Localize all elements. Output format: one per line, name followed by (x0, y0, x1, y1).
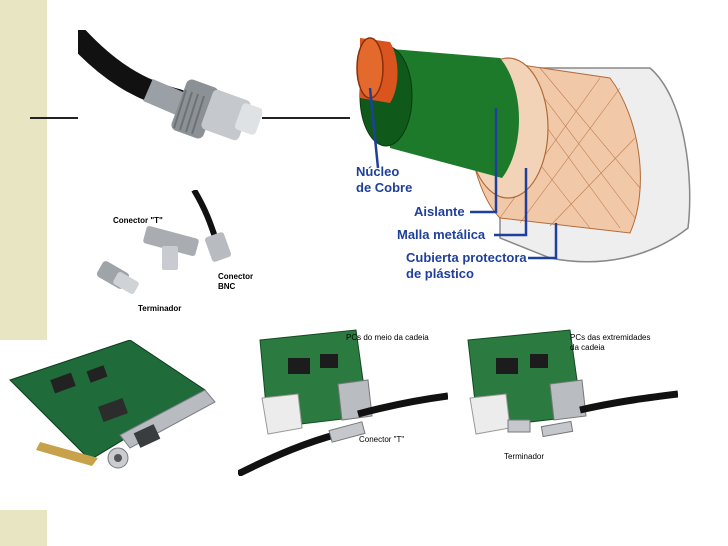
pc-middle-chain-photo: PCs do meio da cadeia Conector "T" (238, 324, 448, 476)
label-jacket-line2: de plástico (406, 266, 474, 281)
label-jacket-line1: Cubierta protectora (406, 250, 527, 265)
label-bnc-connector-line1: Conector (218, 272, 254, 281)
label-core-line1: Núcleo (356, 164, 400, 179)
label-terminator: Terminador (138, 304, 182, 313)
label-middle-t-connector: Conector "T" (359, 435, 405, 444)
connectors-photo: Conector "T" Conector BNC Terminador (86, 190, 264, 318)
label-end-chain-caption-line2: da cadeia (570, 343, 605, 352)
pc-end-chain-photo: PCs das extremidades da cadeia Terminado… (450, 324, 678, 464)
label-core-line2: de Cobre (356, 180, 413, 195)
divider-line-right (262, 117, 354, 119)
label-bnc-connector-line2: BNC (218, 282, 236, 291)
label-end-terminator: Terminador (504, 452, 545, 461)
label-insulator: Aislante (414, 204, 465, 219)
bnc-plug-photo (78, 30, 262, 170)
coax-cable-diagram: Núcleo de Cobre Aislante Malla metálica … (350, 28, 694, 286)
divider-line-left (30, 117, 78, 119)
label-middle-chain-caption: PCs do meio da cadeia (346, 333, 429, 342)
label-t-connector: Conector "T" (113, 216, 163, 225)
label-metal-mesh: Malla metálica (397, 227, 486, 242)
label-end-chain-caption-line1: PCs das extremidades (570, 333, 651, 342)
network-card-photo (0, 340, 228, 510)
